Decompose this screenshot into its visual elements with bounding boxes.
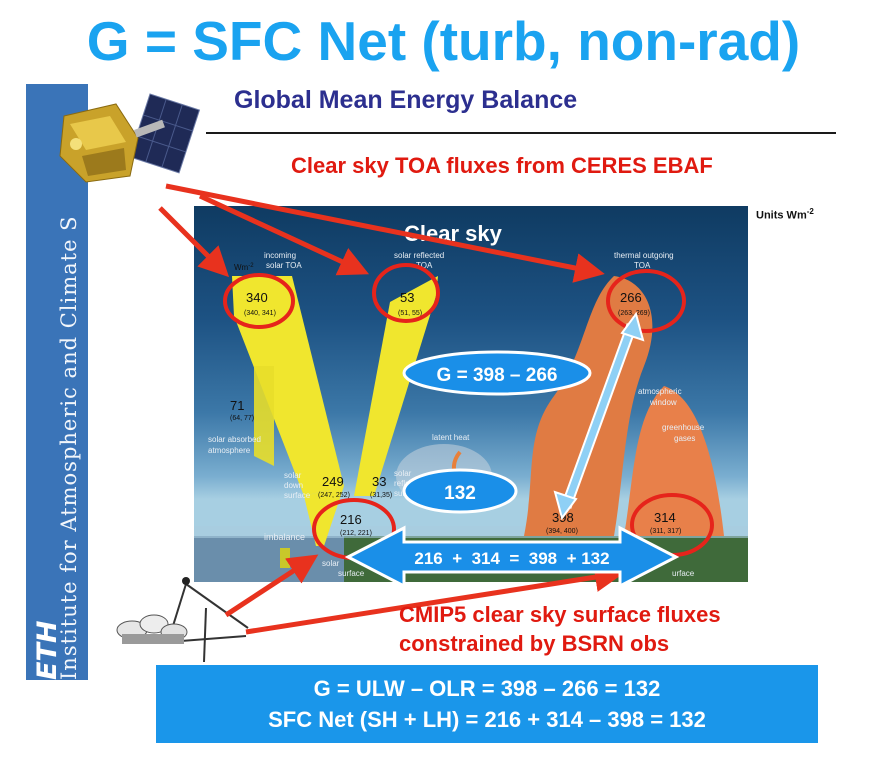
solar-surface-label-2: surface (338, 569, 365, 578)
arrow-to-solar-surface (224, 554, 319, 618)
highlight-circles (223, 263, 714, 560)
title-rule (206, 132, 836, 134)
surface-source-line1: CMIP5 clear sky surface fluxes (399, 602, 721, 627)
reflected-solar-beam (354, 276, 438, 496)
thermal-label-2: TOA (634, 261, 651, 270)
value-absorbed-surface: 216 (340, 512, 362, 527)
g-value-text: 132 (444, 483, 476, 504)
imbalance-label: imbalance (264, 532, 305, 542)
surface-equation-arrow (344, 525, 680, 589)
value-reflected-toa: 53 (400, 290, 414, 305)
toa-source-note: Clear sky TOA fluxes from CERES EBAF (291, 153, 713, 178)
g-formula-text: G = 398 – 266 (437, 365, 558, 386)
range-reflected-surface: (31,35) (370, 492, 392, 499)
reflected-label-2: TOA (416, 261, 433, 270)
incoming-label-2: solar TOA (266, 261, 302, 270)
solar-surface-label-1: solar (322, 559, 340, 568)
range-reflected-toa: (51, 55) (398, 310, 422, 317)
imbalance-bar (280, 548, 290, 568)
range-thermal-toa: (263, 269) (618, 310, 650, 317)
surface-source-note: CMIP5 clear sky surface fluxes constrain… (399, 600, 819, 658)
absorbed-label-2: atmosphere (208, 446, 251, 455)
units-label: Units Wm-2 (756, 207, 814, 222)
reflected-label-1: solar reflected (394, 251, 444, 260)
summary-line1: G = ULW – OLR = 398 – 266 = 132 (313, 676, 661, 701)
down-label-2: down (284, 481, 303, 490)
thermal-label-1: thermal outgoing (614, 251, 674, 260)
reflec-label-1: solar (394, 469, 412, 478)
greenhouse-label-1: greenhouse (662, 423, 705, 432)
range-absorbed-surface: (212, 221) (340, 530, 372, 537)
reflec-label-2: reflec (394, 479, 414, 488)
value-thermal-toa: 266 (620, 290, 642, 305)
subtitle: Global Mean Energy Balance (234, 86, 578, 114)
outgoing-longwave-plume (524, 276, 653, 536)
surface-source-line2: constrained by BSRN obs (399, 631, 670, 656)
surface-pointer-arrows (224, 554, 625, 635)
range-surface-lw-down: (311, 317) (650, 528, 681, 535)
incoming-solar-beam (232, 276, 344, 496)
incoming-unit: Wm-2 (234, 263, 254, 272)
absorbed-atmosphere-beam (254, 366, 274, 466)
down-label-1: solar (284, 471, 302, 480)
incoming-label-1: incoming (264, 251, 296, 260)
radiometer-station-image (116, 577, 249, 663)
toa-pointer-arrows (158, 183, 605, 283)
latent-heat-label: latent heat (432, 433, 470, 442)
g-formula-callout (402, 350, 592, 396)
range-surface-lw-up: (394, 400) (546, 528, 578, 535)
main-title: G = SFC Net (turb, non-rad) (86, 10, 801, 72)
satellite-image (59, 93, 201, 183)
range-solar-down: (247, 252) (318, 492, 350, 499)
g-double-arrow (553, 311, 645, 521)
arrow-to-thermal-surface (245, 562, 625, 635)
window-label-2: window (649, 398, 677, 407)
arrow-to-incoming (158, 206, 230, 278)
circle-reflected (372, 263, 440, 323)
value-absorbed-atm: 71 (230, 398, 244, 413)
absorbed-label-1: solar absorbed (208, 435, 261, 444)
arrow-to-thermal (165, 183, 605, 283)
summary-box: G = ULW – OLR = 398 – 266 = 132 SFC Net … (156, 665, 818, 743)
g-value-callout (402, 468, 518, 514)
greenhouse-label-2: gases (674, 434, 695, 443)
window-label-1: atmospheric (638, 387, 682, 396)
value-incoming: 340 (246, 290, 268, 305)
institute-band (26, 84, 88, 680)
range-incoming: (340, 341) (244, 310, 276, 317)
arrow-to-reflected (198, 193, 370, 276)
summary-line2: SFC Net (SH + LH) = 216 + 314 – 398 = 13… (268, 707, 706, 732)
range-absorbed-atm: (64, 77) (230, 415, 254, 422)
incoming-unit-sup: -2 (248, 263, 254, 269)
circle-thermal (606, 269, 686, 333)
thermal-surface-label: urface (672, 569, 695, 578)
value-surface-lw-down: 314 (654, 510, 676, 525)
down-label-3: surface (284, 491, 311, 500)
value-solar-down: 249 (322, 474, 344, 489)
surface-equation-text: 216 + 314 = 398 + 132 (414, 549, 609, 568)
value-reflected-surface: 33 (372, 474, 386, 489)
circle-incoming (223, 273, 295, 329)
